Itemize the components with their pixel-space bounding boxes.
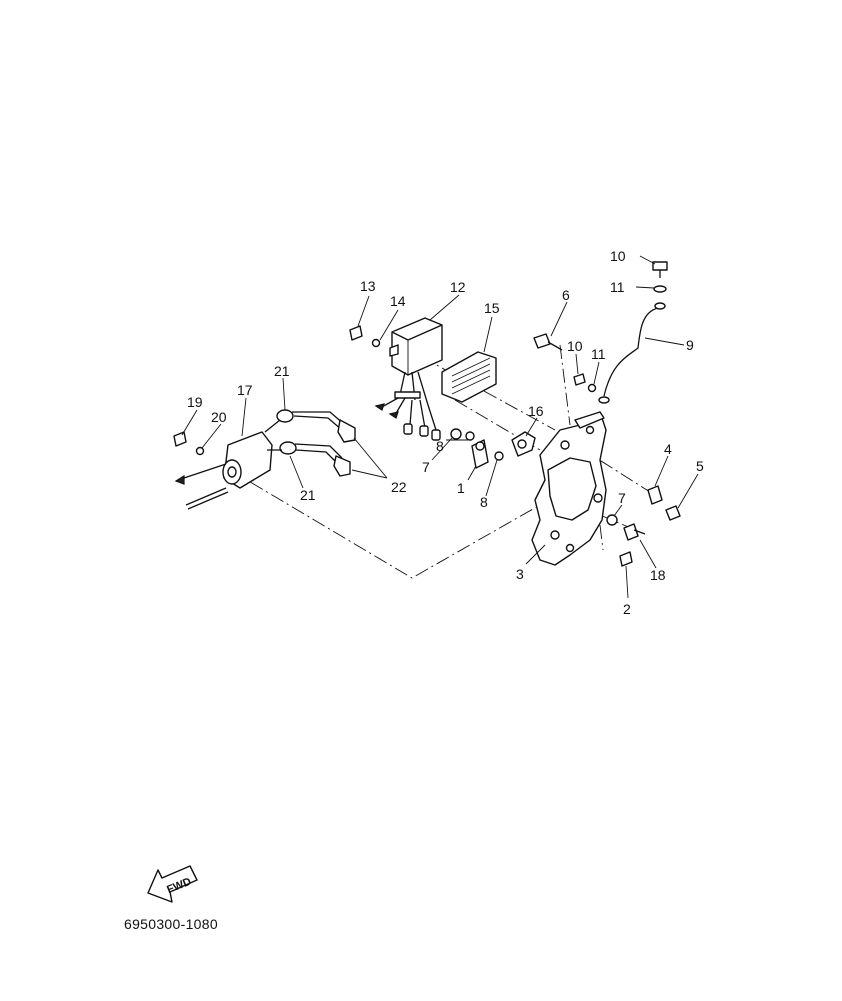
callout-20: 20 xyxy=(211,409,227,425)
lead-wire-part-9 xyxy=(598,302,666,404)
callout-8-left: 8 xyxy=(436,438,444,454)
callout-4: 4 xyxy=(664,441,672,457)
callout-1: 1 xyxy=(457,480,465,496)
rectifier-part-15 xyxy=(441,351,497,403)
callout-2: 2 xyxy=(623,601,631,617)
callout-3: 3 xyxy=(516,566,524,582)
callout-18: 18 xyxy=(650,567,666,583)
leader-lines xyxy=(181,255,699,599)
ignition-coil-part-17 xyxy=(174,409,356,510)
washers-and-nuts xyxy=(195,285,667,526)
clip-part-1 xyxy=(471,439,489,469)
callout-5: 5 xyxy=(696,458,704,474)
callout-21-top: 21 xyxy=(274,363,290,379)
callout-14: 14 xyxy=(390,293,406,309)
callout-22: 22 xyxy=(391,479,407,495)
callout-10-top: 10 xyxy=(610,248,626,264)
callout-labels: 10 11 9 13 12 14 15 6 10 11 21 17 19 20 … xyxy=(187,248,704,617)
callout-11-top: 11 xyxy=(610,279,625,295)
callout-17: 17 xyxy=(237,382,253,398)
fwd-arrow-icon: FWD xyxy=(147,865,198,903)
callout-15: 15 xyxy=(484,300,500,316)
callout-12: 12 xyxy=(450,279,466,295)
cdi-unit-part-12 xyxy=(374,317,443,441)
callout-8-right: 8 xyxy=(480,494,488,510)
callout-16: 16 xyxy=(528,403,544,419)
callout-19: 19 xyxy=(187,394,203,410)
bolts xyxy=(173,261,681,567)
callout-7-left: 7 xyxy=(422,459,430,475)
callout-21-bottom: 21 xyxy=(300,487,316,503)
clamp-part-16 xyxy=(511,431,536,457)
bracket-part-3 xyxy=(531,411,607,566)
callout-6: 6 xyxy=(562,287,570,303)
callout-10-mid: 10 xyxy=(567,338,583,354)
callout-7-right: 7 xyxy=(618,490,626,506)
callout-13: 13 xyxy=(360,278,376,294)
callout-9: 9 xyxy=(686,337,694,353)
callout-11-mid: 11 xyxy=(591,346,606,362)
drawing-code: 6950300-1080 xyxy=(124,916,218,932)
